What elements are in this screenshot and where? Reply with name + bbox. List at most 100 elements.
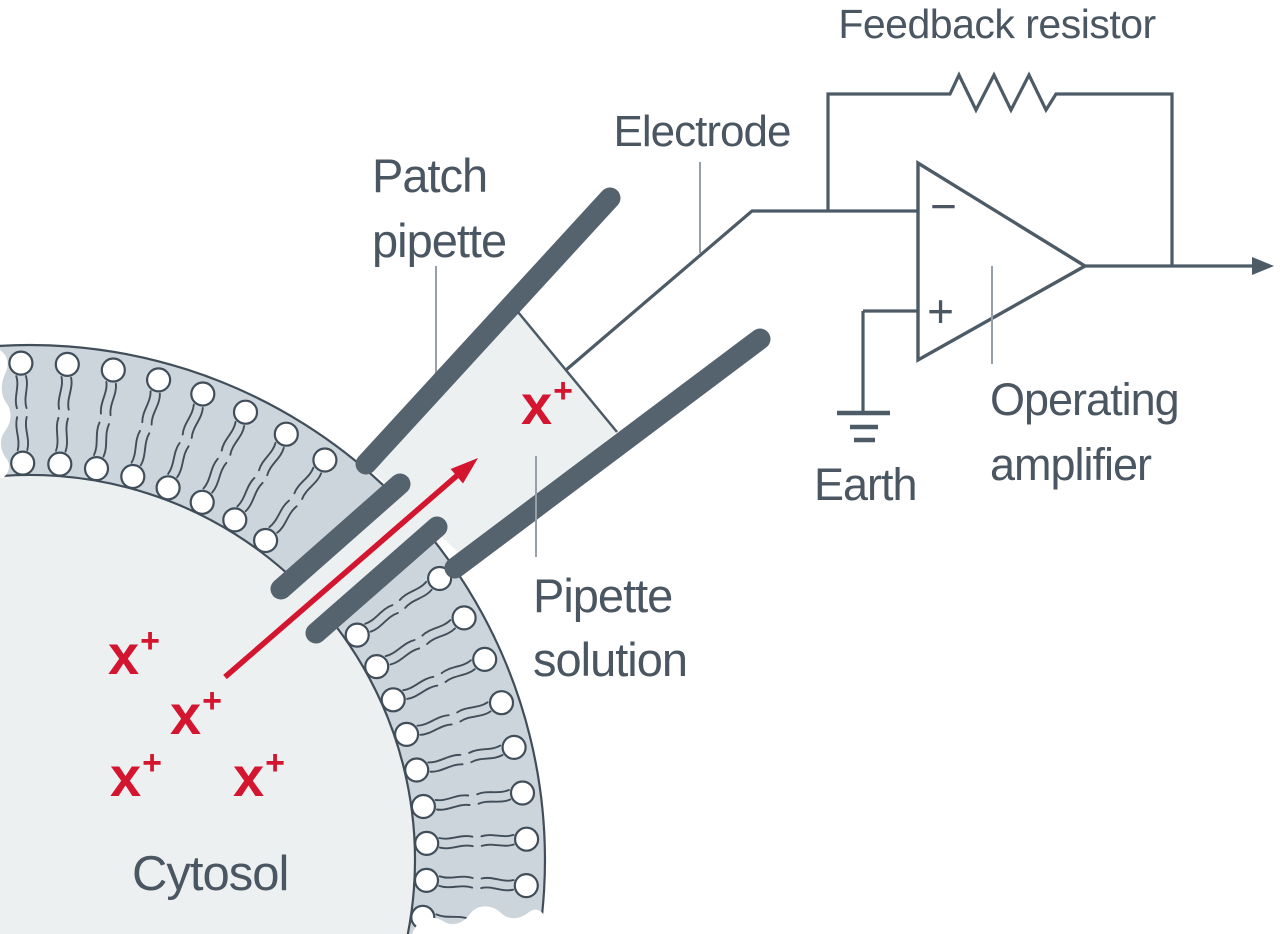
lipid-tail: [130, 429, 141, 464]
lipid-tail: [438, 884, 474, 889]
pipette-solution-label-line2: solution: [533, 633, 687, 686]
lipid-tail: [220, 420, 237, 452]
lipid-tail: [419, 723, 453, 736]
lipid-head: [47, 451, 73, 477]
lipid-head: [190, 381, 216, 407]
pipette-back-opening: [517, 311, 618, 433]
feedback-resistor-loop: [826, 71, 1174, 266]
lipid-tail: [109, 382, 117, 417]
cytosol-ion: x+: [110, 744, 162, 808]
lipid-tail: [24, 375, 28, 409]
lipid-tail: [406, 684, 439, 700]
lipid-tail: [438, 844, 474, 850]
lipid-head: [364, 653, 390, 680]
lipid-tail: [202, 457, 219, 490]
cytosol-ion: x+: [170, 682, 222, 746]
lipid-tail: [438, 835, 474, 840]
lipid-tail: [369, 612, 399, 633]
lipid-tail: [236, 477, 256, 508]
lipid-tail: [416, 714, 450, 727]
lipid-head: [146, 367, 172, 393]
cytosol-label: Cytosol: [132, 847, 288, 901]
lipid-tail: [99, 381, 108, 415]
lipid-tail: [14, 375, 19, 410]
lipid-head: [83, 456, 110, 482]
lipid-tail: [435, 803, 471, 811]
lipid-tail: [434, 794, 470, 802]
lipid-tail: [456, 701, 489, 714]
feedback-resistor-label: Feedback resistor: [838, 1, 1155, 47]
lipid-tail: [93, 421, 101, 456]
electrode-label: Electrode: [614, 107, 791, 156]
opamp-plus-symbol: +: [927, 285, 953, 337]
lipid-tail: [426, 627, 456, 645]
lipid-tail: [480, 833, 515, 838]
lipid-head: [8, 350, 34, 376]
output-arrow-head: [1252, 257, 1274, 275]
lipid-tail: [476, 789, 510, 796]
lipid-head: [513, 872, 539, 899]
pipette-solution-label-line1: Pipette: [533, 569, 672, 622]
lipid-tail: [141, 390, 152, 424]
patch-pipette-label-line1: Patch: [372, 149, 487, 202]
lipid-tail: [229, 425, 246, 456]
lipid-tail: [266, 446, 285, 477]
lipid-head: [54, 351, 80, 377]
lipid-tail: [480, 876, 515, 882]
lipid-head: [380, 687, 406, 713]
lipid-head: [472, 646, 498, 673]
lipid-head: [155, 475, 181, 501]
lipid-head: [501, 734, 527, 761]
lipid-head: [488, 690, 515, 716]
lipid-head: [413, 867, 440, 894]
lipid-tail: [55, 416, 60, 452]
ion-flow-arrow-shaft: [223, 470, 462, 680]
lipid-tail: [364, 604, 394, 625]
lipid-tail: [150, 392, 161, 426]
lipid-tail: [470, 754, 504, 764]
lipid-tail: [211, 461, 228, 494]
pipette-tip-upper-segment: [270, 473, 411, 600]
pipette-upper-wall: [355, 187, 621, 475]
electrode-wire: [564, 209, 918, 372]
ion-layer: x+x+x+x+x+: [108, 372, 573, 808]
lipid-tail: [190, 406, 204, 439]
lipid-tail: [15, 416, 20, 452]
lipid-tail: [258, 441, 277, 472]
lipid-tail: [468, 744, 502, 754]
pipette-tip-lower-segment: [305, 516, 448, 644]
lipid-tail: [404, 588, 433, 609]
cytosol-region: [0, 475, 415, 934]
lipid-tail: [480, 843, 515, 847]
lipid-tail: [64, 417, 69, 453]
lipid-tail: [139, 432, 151, 467]
lipid-tail: [301, 472, 323, 500]
lipid-head: [513, 826, 540, 852]
lipid-head: [253, 527, 279, 554]
lipid-tail: [25, 416, 29, 451]
lipid-tail: [276, 505, 298, 534]
lipid-tail: [67, 376, 73, 411]
lipid-head: [10, 450, 36, 476]
lipid-tail: [480, 886, 515, 892]
lipid-tail: [102, 423, 110, 458]
lipid-tail: [421, 619, 452, 637]
lipid-tail: [176, 445, 190, 479]
lipid-tail: [389, 647, 421, 666]
membrane-torn-edge-left: [0, 350, 11, 478]
lipid-tail: [440, 659, 472, 675]
ion-flow-arrow-head: [450, 458, 478, 484]
lipid-tail: [477, 798, 512, 805]
lipid-tail: [57, 376, 63, 410]
lipid-head: [312, 447, 338, 473]
opamp-triangle: [916, 159, 1089, 363]
lipid-head: [404, 757, 430, 783]
lipid-head: [120, 463, 146, 490]
lipid-tail: [293, 466, 315, 495]
lipid-tail: [459, 710, 492, 723]
cytosol-ion: x+: [233, 744, 285, 808]
lipid-head: [232, 399, 259, 425]
lipid-tail: [402, 675, 435, 692]
